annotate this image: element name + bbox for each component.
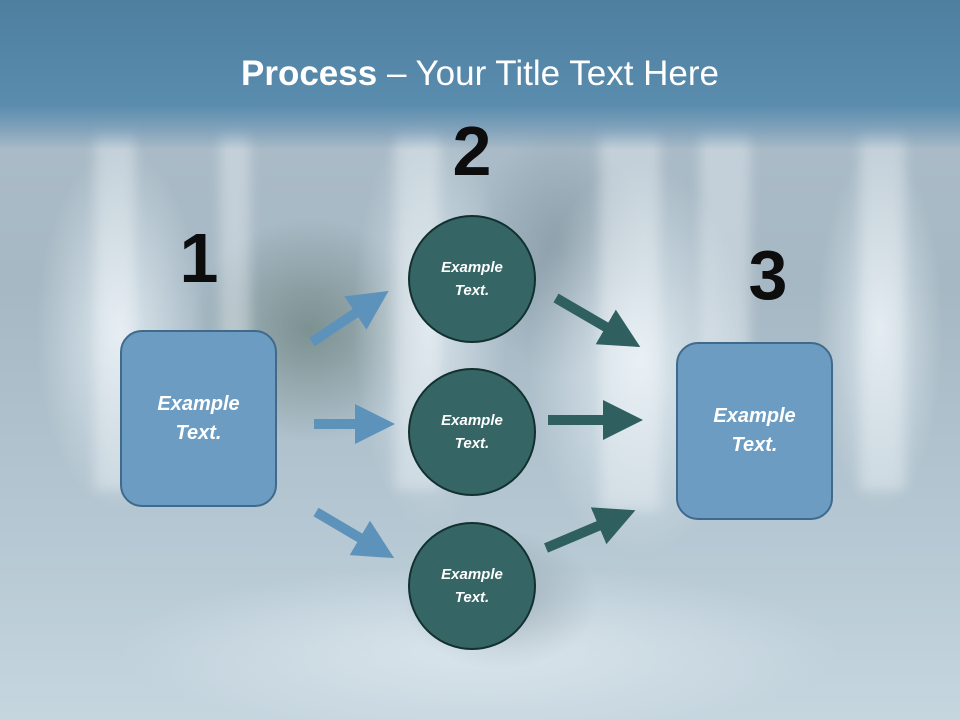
title-rest: – Your Title Text Here [377,54,719,93]
title-band [0,0,960,150]
step-3-text: Example Text. [713,405,796,456]
circle-middle-text: Example Text. [441,412,503,452]
step-1-text: Example Text. [157,392,240,444]
arrow-1-to-top [309,290,389,347]
step-3-box: Example Text. [676,342,833,520]
arrow-bottom-to-3 [544,507,636,553]
step-2-circle-bottom: Example Text. [408,522,536,650]
step-number-1: 1 [179,219,219,297]
step-number-2: 2 [452,112,492,190]
step-1-box: Example Text. [120,330,277,507]
step-2-circle-middle: Example Text. [408,368,536,496]
title-bold: Process [241,54,378,93]
step-2-circle-top: Example Text. [408,215,536,343]
circle-bottom-text: Example Text. [441,566,503,606]
slide-title: Process – Your Title Text Here [0,52,960,96]
arrow-1-to-bottom [313,507,395,559]
circle-top-text: Example Text. [441,259,503,299]
arrow-top-to-3 [553,293,641,348]
step-number-3: 3 [748,236,788,314]
